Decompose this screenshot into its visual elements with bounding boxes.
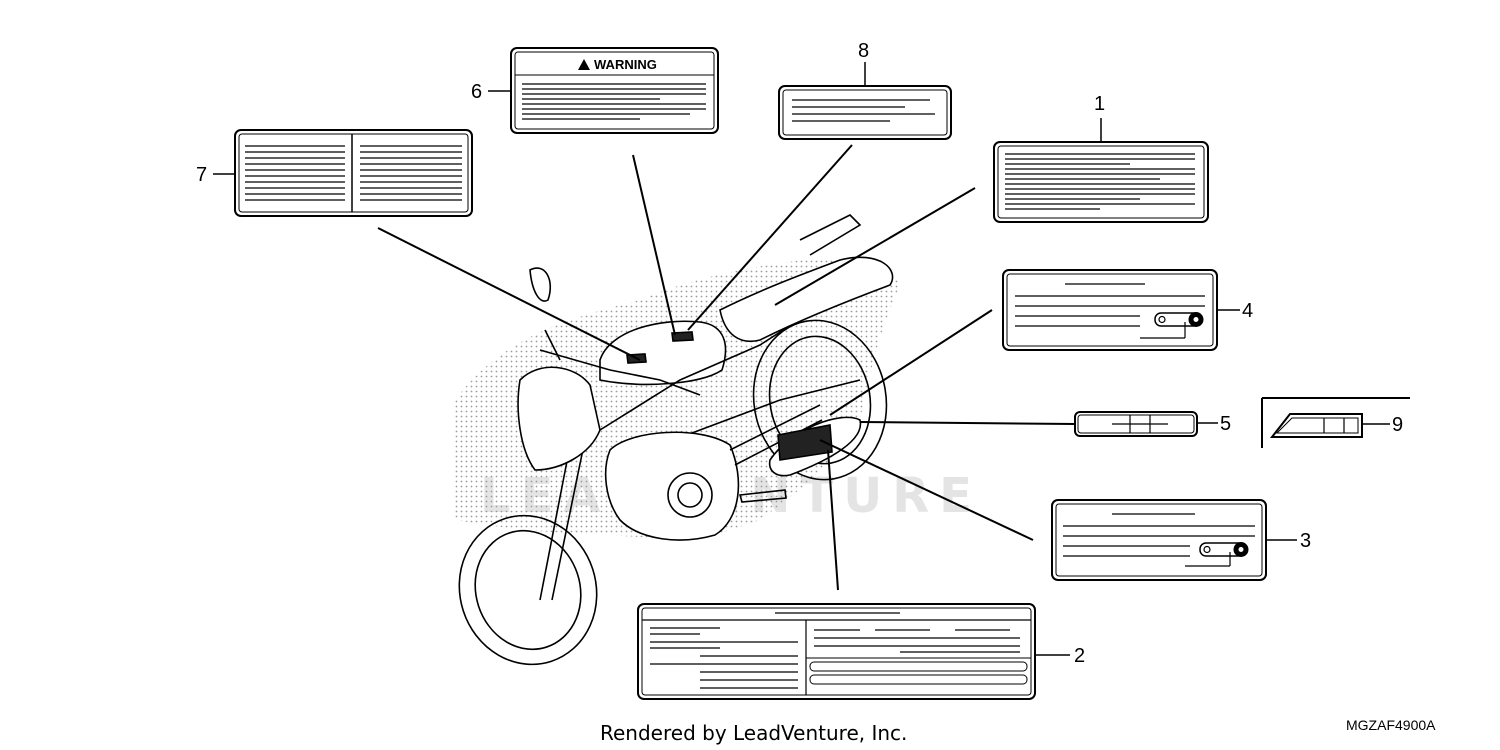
callout-1: 1 [1094, 93, 1105, 115]
tire-pressure-icon [1199, 542, 1249, 557]
callout-6: 6 [471, 81, 482, 103]
label-6 [488, 47, 719, 134]
label-5 [1074, 411, 1218, 437]
warning-label-text: WARNING [594, 57, 657, 72]
seat [719, 256, 894, 342]
label-7 [213, 129, 473, 217]
callout-2: 2 [1074, 645, 1085, 667]
fuel-tank [599, 320, 727, 386]
callout-7: 7 [196, 164, 207, 186]
label-4 [1002, 269, 1240, 351]
engine [604, 431, 740, 541]
leader-lines [377, 144, 1076, 591]
motorcycle-illustration [455, 214, 900, 666]
diagram-code: MGZAF4900A [1346, 717, 1436, 733]
label-3 [1051, 499, 1297, 581]
label-location-6 [671, 331, 694, 342]
warning-triangle-icon [578, 59, 590, 70]
label-8 [778, 62, 952, 140]
footer-credit: Rendered by LeadVenture, Inc. [600, 721, 907, 745]
callout-5: 5 [1220, 413, 1231, 435]
label-location-2 [777, 424, 833, 461]
callout-4: 4 [1242, 300, 1253, 322]
callout-3: 3 [1300, 530, 1311, 552]
callout-8: 8 [858, 40, 869, 62]
tire-pressure-icon [1154, 312, 1204, 327]
front-wheel [458, 514, 598, 666]
rear-wheel [752, 319, 888, 481]
label-2 [637, 603, 1070, 700]
label-9 [1261, 397, 1410, 448]
callout-9: 9 [1392, 414, 1403, 436]
label-1 [993, 118, 1209, 223]
